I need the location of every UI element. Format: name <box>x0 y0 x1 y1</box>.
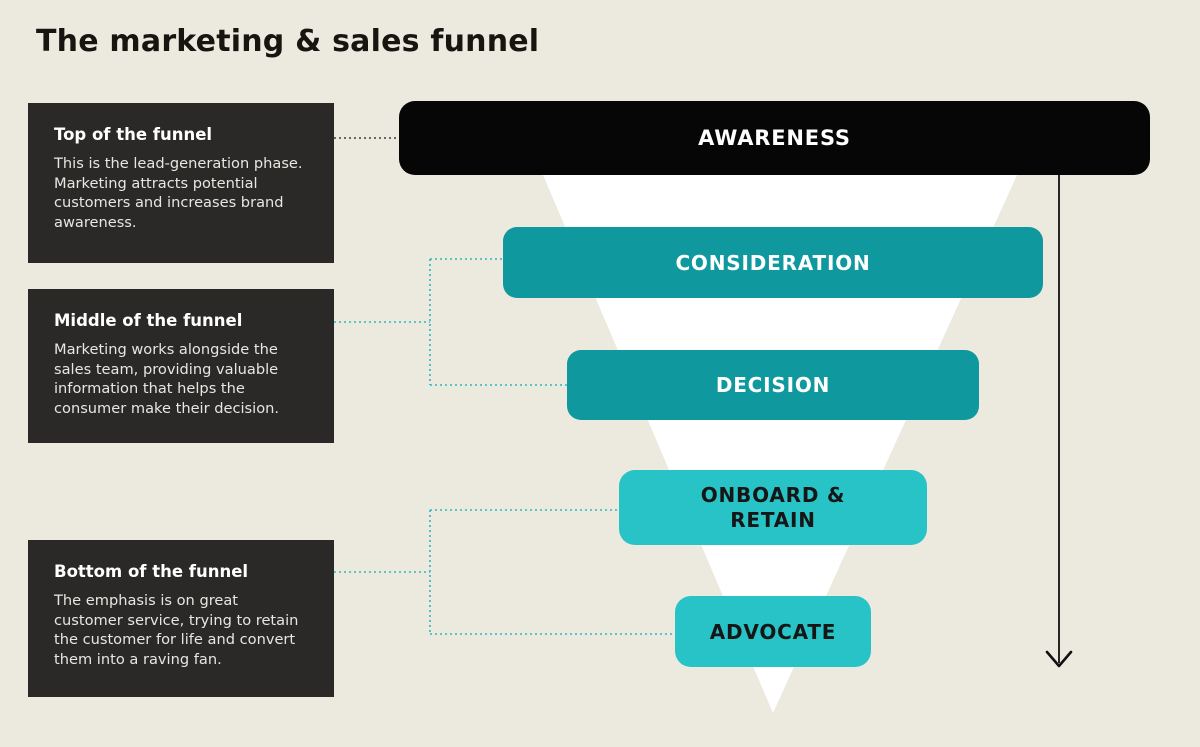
annotation-top-of-funnel: Top of the funnel This is the lead-gener… <box>28 103 334 263</box>
annotation-body: The emphasis is on great customer servic… <box>54 592 299 668</box>
annotation-heading: Bottom of the funnel <box>54 562 249 581</box>
annotation-heading: Middle of the funnel <box>54 311 243 330</box>
annotation-middle-of-funnel: Middle of the funnel Marketing works alo… <box>28 289 334 443</box>
annotation-body: This is the lead-generation phase. Marke… <box>54 155 303 231</box>
annotation-bottom-of-funnel: Bottom of the funnel The emphasis is on … <box>28 540 334 697</box>
funnel-stage-label: DECISION <box>715 373 831 397</box>
flow-arrow-head <box>1045 650 1073 668</box>
funnel-stage-onboard-retain: ONBOARD & RETAIN <box>619 470 927 545</box>
funnel-triangle-shape <box>543 175 1017 713</box>
connector-bottom-dotted-bracket <box>334 509 675 635</box>
funnel-stage-advocate: ADVOCATE <box>675 596 871 667</box>
page-title: The marketing & sales funnel <box>36 24 540 59</box>
funnel-stage-label: CONSIDERATION <box>675 250 871 275</box>
funnel-stage-consideration: CONSIDERATION <box>503 227 1043 298</box>
annotation-body: Marketing works alongside the sales team… <box>54 341 280 417</box>
funnel-stage-decision: DECISION <box>567 350 979 420</box>
funnel-stage-label: AWARENESS <box>698 126 851 150</box>
funnel-stage-label: ADVOCATE <box>709 619 837 644</box>
connector-middle-dotted-bracket <box>334 258 567 386</box>
funnel-stage-awareness: AWARENESS <box>399 101 1150 175</box>
annotation-heading: Top of the funnel <box>54 125 213 144</box>
funnel-stage-label: ONBOARD & RETAIN <box>700 482 846 532</box>
